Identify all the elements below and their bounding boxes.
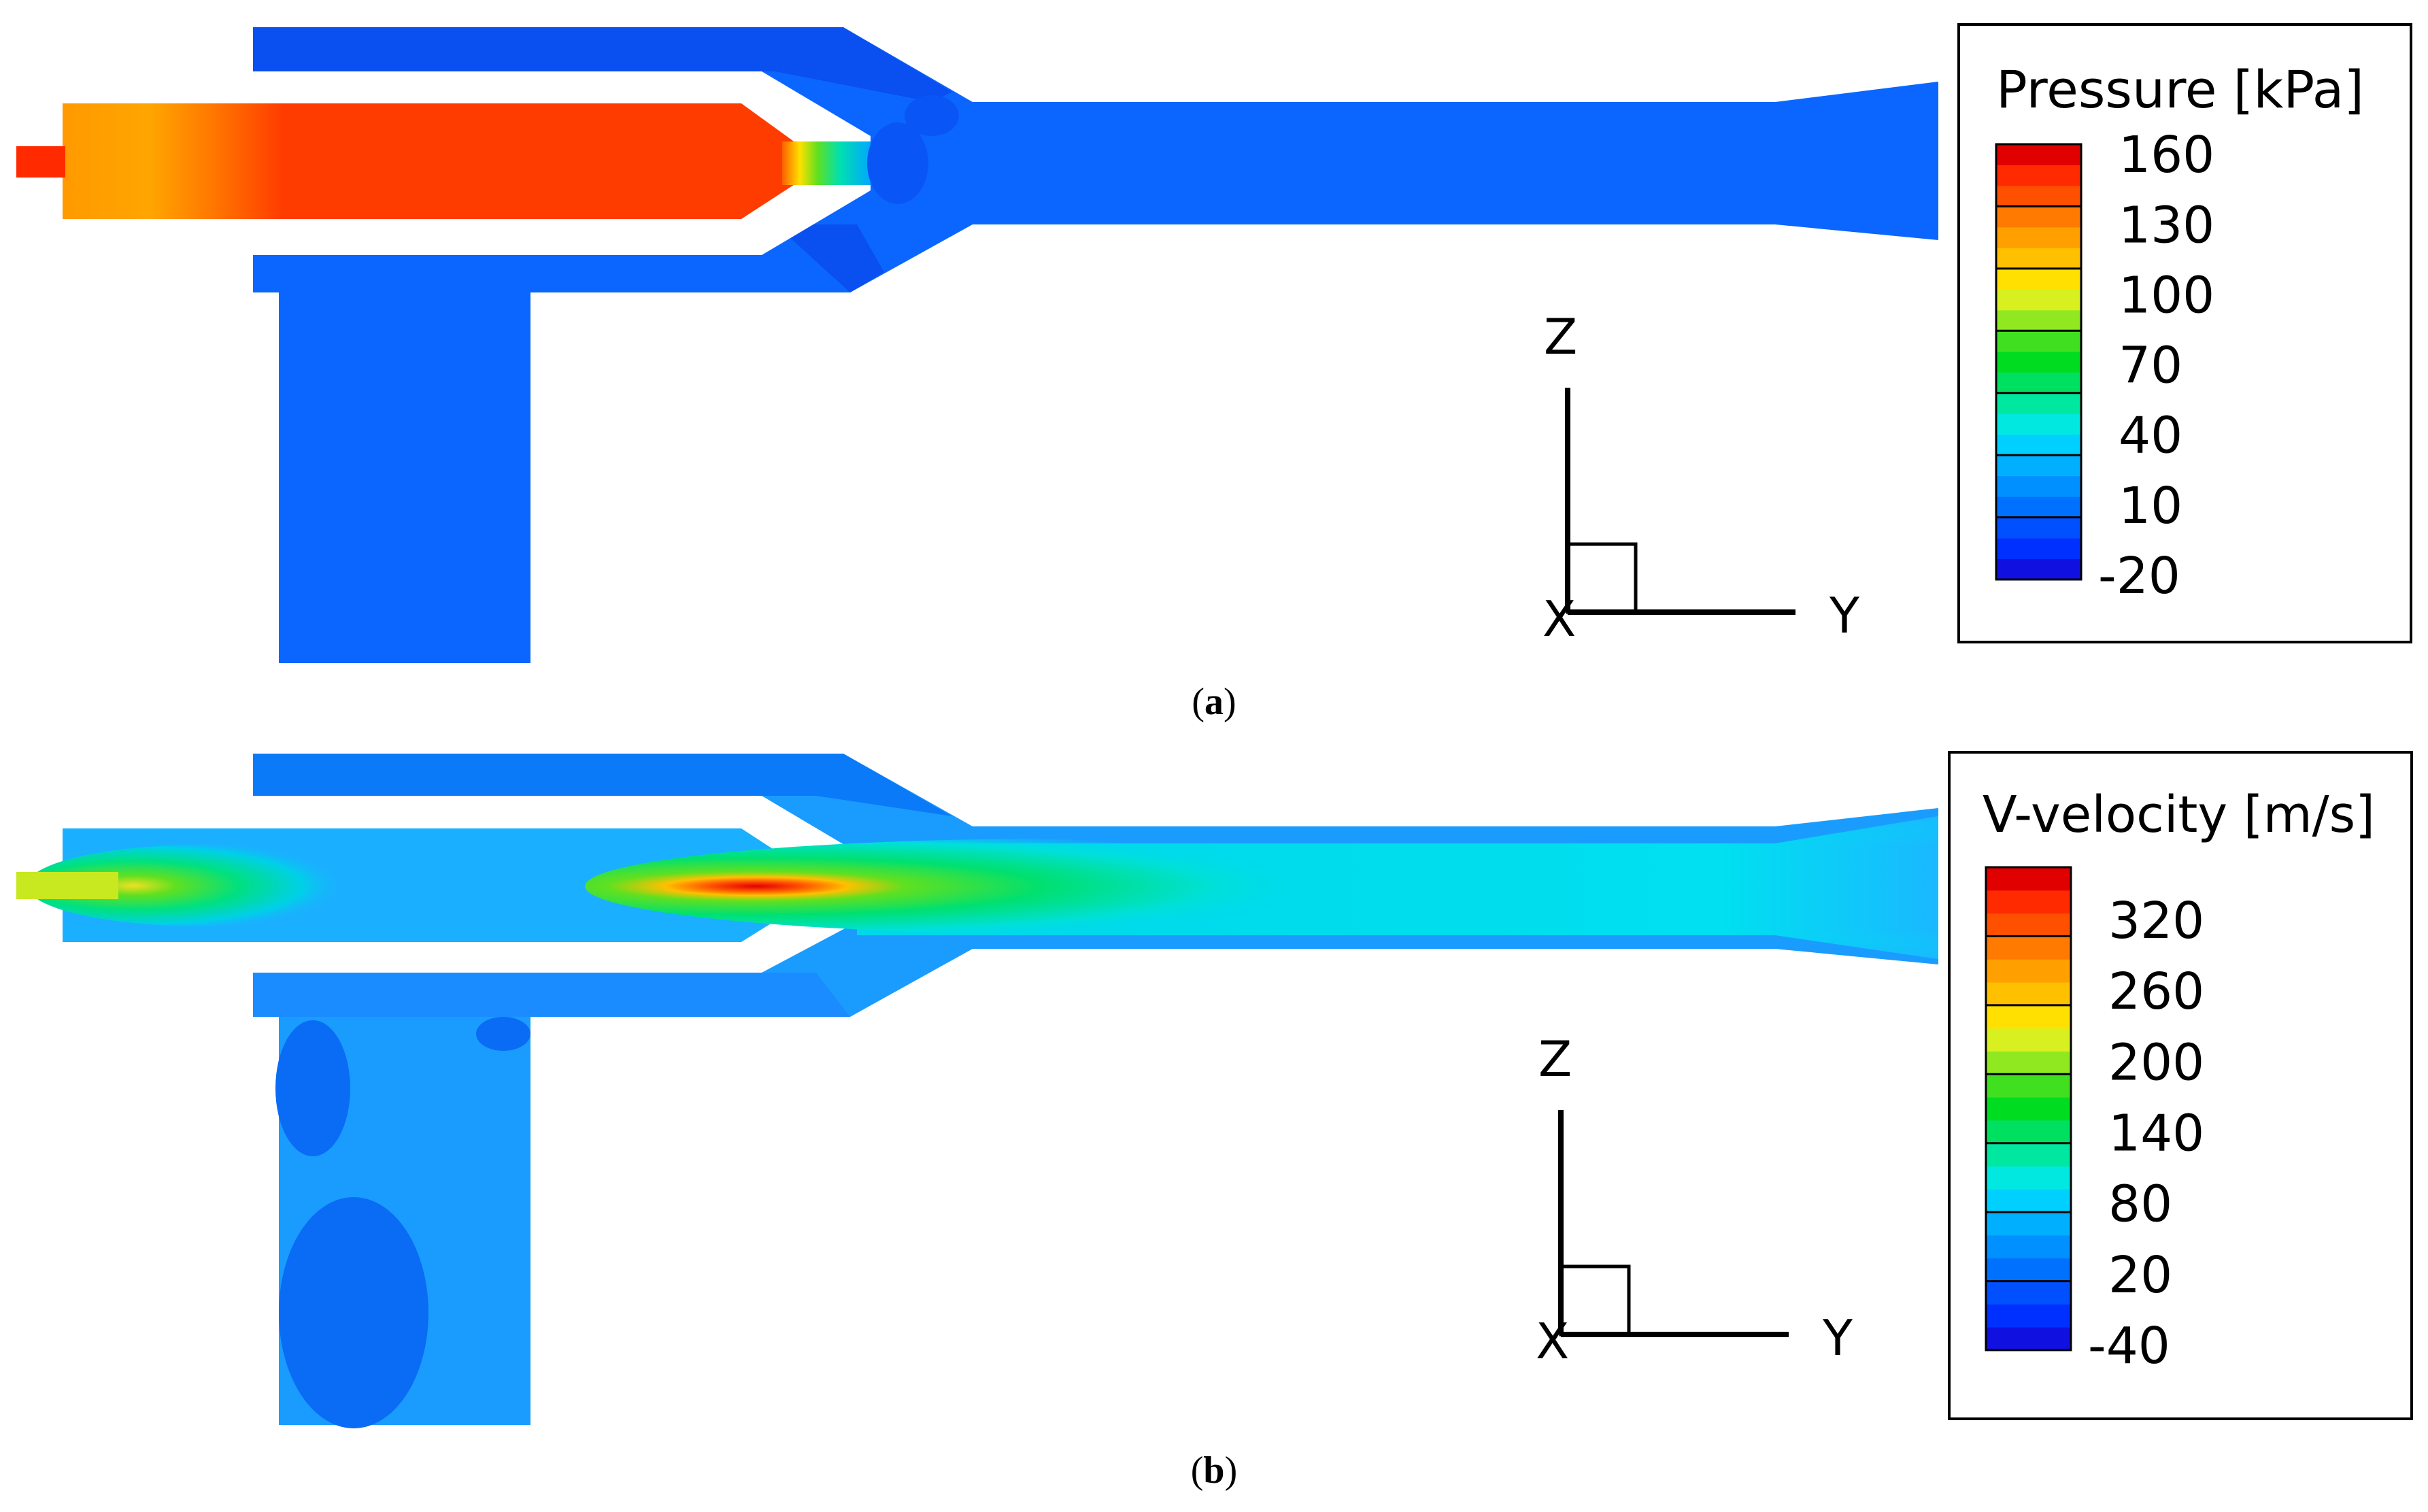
legend-tick-label: 100 — [2119, 266, 2214, 324]
legend-color-band — [1996, 248, 2081, 269]
legend-color-band — [1986, 1051, 2071, 1075]
axis-x-label-a: X — [1542, 590, 1576, 648]
legend-tick-label: 140 — [2108, 1105, 2204, 1163]
legend-color-band — [1986, 959, 2071, 983]
legend-b-ticks: 320 260 200 140 80 20 -40 — [2088, 892, 2204, 1375]
legend-color-band — [1986, 1166, 2071, 1190]
legend-color-band — [1996, 351, 2081, 373]
legend-colorbar-frame — [1985, 866, 2072, 1351]
axis-z-label-a: Z — [1544, 308, 1577, 365]
legend-color-band — [1996, 538, 2081, 560]
panel-b — [16, 754, 1938, 1428]
axis-y-label-a: Y — [1829, 587, 1860, 644]
legend-color-band — [1986, 1097, 2071, 1121]
caption-b: (b) — [1191, 1449, 1237, 1492]
legend-tick-label: 10 — [2119, 477, 2182, 535]
legend-color-band — [1996, 165, 2081, 186]
legend-color-band — [1986, 1120, 2071, 1144]
legend-color-band — [1986, 936, 2071, 960]
panel-a — [16, 27, 1938, 663]
axis-x-label-b: X — [1536, 1313, 1569, 1370]
legend-color-band — [1986, 890, 2071, 914]
legend-a-colorbar — [1995, 143, 2083, 581]
legend-a-ticks: 160 130 100 70 40 10 -20 — [2098, 126, 2214, 605]
legend-color-band — [1996, 558, 2081, 580]
caption-a: (a) — [1192, 681, 1236, 723]
legend-color-band — [1986, 1143, 2071, 1167]
legend-color-band — [1986, 1281, 2071, 1305]
legend-color-band — [1996, 144, 2081, 165]
legend-color-band — [1996, 372, 2081, 394]
legend-color-band — [1996, 475, 2081, 497]
legend-tick-label: 200 — [2108, 1033, 2204, 1092]
legend-color-band — [1996, 226, 2081, 248]
legend-color-band — [1986, 1005, 2071, 1029]
legend-colorbar-frame — [1995, 143, 2083, 581]
legend-color-band — [1986, 1234, 2071, 1259]
legend-tick-label: 160 — [2119, 126, 2214, 184]
legend-b-colorbar — [1985, 866, 2072, 1351]
legend-color-band — [1996, 434, 2081, 456]
legend-color-band — [1986, 1327, 2071, 1351]
legend-color-band — [1986, 1212, 2071, 1236]
legend-b: V-velocity [m/s] 320 260 200 140 80 20 -40 — [1948, 751, 2413, 1420]
axis-y-label-b: Y — [1822, 1309, 1853, 1366]
legend-color-band — [1996, 455, 2081, 477]
axes-triad-a — [1565, 388, 1795, 615]
legend-color-band — [1996, 414, 2081, 435]
legend-tick-label: 40 — [2119, 407, 2182, 465]
legend-color-band — [1996, 289, 2081, 311]
legend-tick-label: 70 — [2119, 337, 2182, 395]
axes-triad-b — [1558, 1110, 1789, 1337]
legend-b-title: V-velocity [m/s] — [1983, 786, 2375, 844]
legend-color-band — [1996, 268, 2081, 290]
legend-tick-label: -40 — [2088, 1317, 2170, 1375]
legend-color-band — [1996, 392, 2081, 414]
legend-tick-label: 20 — [2108, 1246, 2172, 1305]
legend-a-title: Pressure [kPa] — [1996, 59, 2364, 120]
legend-color-band — [1986, 867, 2071, 891]
axis-z-label-b: Z — [1538, 1030, 1572, 1088]
legend-color-band — [1986, 1304, 2071, 1328]
legend-color-band — [1996, 206, 2081, 228]
legend-color-band — [1996, 517, 2081, 539]
legend-color-band — [1996, 309, 2081, 331]
legend-color-band — [1986, 913, 2071, 937]
legend-color-band — [1986, 1074, 2071, 1098]
legend-tick-label: 130 — [2119, 196, 2214, 254]
legend-color-band — [1996, 497, 2081, 518]
legend-a: Pressure [kPa] 160 130 100 70 40 10 -20 — [1957, 23, 2412, 643]
legend-color-band — [1986, 1189, 2071, 1213]
legend-color-band — [1996, 185, 2081, 207]
legend-tick-label: 320 — [2108, 892, 2204, 950]
legend-tick-label: -20 — [2098, 547, 2180, 605]
legend-color-band — [1986, 1258, 2071, 1282]
legend-color-band — [1996, 331, 2081, 352]
legend-tick-label: 80 — [2108, 1175, 2172, 1234]
legend-color-band — [1986, 1028, 2071, 1052]
legend-color-band — [1986, 982, 2071, 1006]
primary-nozzle-a — [63, 103, 796, 219]
legend-tick-label: 260 — [2108, 962, 2204, 1021]
